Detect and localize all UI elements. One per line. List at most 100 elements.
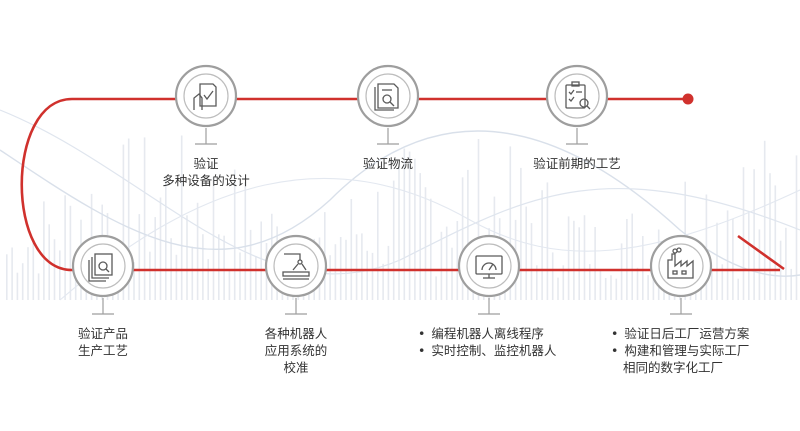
background-bar: [705, 194, 708, 300]
label-verify-early-process: 验证前期的工艺: [512, 155, 642, 172]
hand-document-check-icon: [193, 83, 217, 110]
background-bar: [769, 173, 771, 300]
robot-arm-icon: [282, 253, 310, 280]
background-bar: [530, 223, 533, 300]
background-bar: [138, 214, 141, 300]
label-line: 应用系统的: [264, 343, 328, 358]
label-robot-programming: 编程机器人离线程序 实时控制、监控机器人: [418, 325, 578, 359]
background-bar: [191, 246, 194, 300]
background-bar: [244, 182, 247, 300]
process-path: [20, 97, 780, 272]
background-bar: [440, 231, 443, 300]
label-line: 生产工艺: [77, 343, 128, 358]
background-bar: [355, 234, 358, 300]
label-digital-factory: 验证日后工厂运营方案 构建和管理与实际工厂 相同的数字化工厂: [611, 325, 786, 376]
background-bar: [334, 244, 337, 300]
background-bar: [583, 215, 586, 300]
background-bar: [27, 247, 29, 300]
background-bar: [456, 221, 459, 300]
background-bar: [186, 215, 188, 300]
background-bar: [398, 165, 400, 300]
clipboard-search-icon: [565, 81, 591, 110]
background-bar: [371, 252, 374, 300]
background-bar: [573, 220, 575, 300]
background-bar: [233, 169, 236, 300]
background-bar: [255, 256, 257, 300]
bullet-item: 验证日后工厂运营方案: [611, 325, 786, 342]
background-bar: [737, 278, 739, 300]
background-bar: [180, 135, 183, 300]
background-bar: [578, 227, 580, 300]
background-bar: [626, 219, 628, 300]
background-bar: [721, 264, 724, 300]
background-bar: [16, 272, 19, 300]
label-robot-calibration: 各种机器人 应用系统的 校准: [241, 325, 351, 376]
background-bar: [43, 201, 45, 300]
background-bar: [392, 180, 395, 300]
background-bar: [59, 250, 61, 300]
background-bar: [202, 234, 204, 300]
background-bar: [710, 267, 713, 300]
background-bar: [716, 222, 718, 300]
label-line: 验证产品: [77, 326, 128, 341]
path-arrow-tail: [737, 234, 785, 271]
background-bar: [461, 177, 464, 300]
label-verify-product-process: 验证产品 生产工艺: [48, 325, 158, 359]
background-bar: [143, 137, 146, 300]
node-digital-factory: [649, 234, 713, 315]
background-bar: [11, 247, 13, 300]
background-bar: [64, 195, 66, 300]
background-bar: [154, 217, 156, 300]
background-bar: [207, 259, 209, 300]
background-bar: [525, 206, 527, 300]
node-verify-early-process: [545, 64, 609, 145]
background-bar: [435, 276, 437, 300]
background-bar: [774, 185, 777, 300]
background-bar: [631, 213, 633, 300]
background-bar: [726, 210, 729, 300]
background-bar: [414, 158, 416, 300]
background-bar: [361, 233, 363, 300]
background-bar: [339, 237, 342, 300]
factory-icon: [667, 247, 694, 279]
background-bar: [557, 277, 559, 300]
background-bar: [445, 226, 448, 300]
label-line: 各种机器人: [264, 326, 328, 341]
background-bar: [377, 191, 379, 300]
background-bar: [467, 169, 469, 300]
background-bar: [785, 227, 787, 300]
background-bar: [604, 278, 607, 300]
document-search-icon: [374, 83, 399, 111]
background-bar: [748, 212, 750, 300]
background-bar: [589, 264, 591, 300]
background-bar: [165, 179, 167, 300]
background-bar: [212, 177, 215, 300]
label-verify-logistics: 验证物流: [328, 155, 448, 172]
background-bar: [159, 197, 162, 300]
background-bar: [451, 247, 453, 300]
background-bar: [6, 254, 8, 300]
background-bar: [260, 221, 262, 300]
background-bar: [74, 271, 77, 300]
background-bar: [175, 254, 178, 300]
background-bar: [546, 182, 549, 300]
label-line: 多种设备的设计: [162, 173, 250, 188]
background-bar: [127, 138, 130, 300]
node-robot-programming: [457, 234, 521, 315]
background-bar: [387, 245, 390, 300]
background-bar: [149, 251, 151, 300]
background-bar: [700, 279, 702, 300]
background-bar: [509, 146, 512, 300]
node-verify-product-process: [71, 234, 135, 315]
background-bar: [32, 239, 35, 300]
background-bar: [430, 198, 432, 300]
background-bar: [122, 144, 125, 300]
monitor-gauge-icon: [475, 255, 503, 279]
background-bar: [239, 252, 241, 300]
background-bar: [249, 229, 252, 300]
node-verify-design: [174, 64, 238, 145]
background-bar: [795, 155, 798, 300]
background-bar: [228, 270, 231, 300]
background-bar: [732, 219, 734, 300]
background-bar: [424, 187, 427, 300]
